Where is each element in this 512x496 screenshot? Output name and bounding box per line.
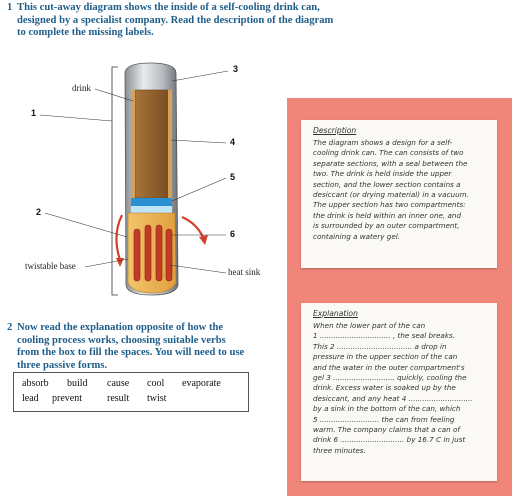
explanation-body: When the lower part of the can 1 .......… bbox=[313, 321, 489, 456]
heat-sink-label: heat sink bbox=[228, 267, 261, 277]
question-2-text: Now read the explanation opposite of how… bbox=[17, 322, 245, 371]
question-1-number: 1 bbox=[7, 2, 13, 13]
description-line: two. The drink is held inside the upper bbox=[313, 169, 452, 179]
vacuum-layer bbox=[131, 206, 172, 213]
verb-item: lead bbox=[22, 393, 39, 404]
explanation-line: 5 .......................... the can fro… bbox=[313, 414, 455, 424]
description-line: containing a watery gel. bbox=[313, 231, 401, 241]
explanation-line: three minutes. bbox=[313, 445, 366, 455]
drink-label: drink bbox=[72, 83, 91, 93]
verb-item: cool bbox=[147, 378, 165, 389]
explanation-line: When the lower part of the can bbox=[313, 321, 426, 330]
description-heading: Description bbox=[313, 126, 357, 135]
twist-arrow-left bbox=[115, 214, 123, 261]
verb-item: result bbox=[107, 393, 130, 404]
label-number-6: 6 bbox=[230, 229, 236, 239]
label-number-2: 2 bbox=[36, 207, 42, 217]
description-line: The upper section has two compartments: bbox=[313, 200, 466, 210]
explanation-line: and the water in the outer compartment's bbox=[313, 362, 465, 372]
explanation-line: drink 6 ............................ by … bbox=[313, 435, 466, 445]
verb-item: cause bbox=[107, 378, 130, 389]
verb-item: evaporate bbox=[182, 378, 221, 389]
description-line: desiccant (or drying material) in a vacu… bbox=[313, 190, 469, 200]
seal bbox=[131, 198, 172, 206]
notes-panel: Description The diagram shows a design f… bbox=[287, 98, 512, 496]
explanation-line: drink. Excess water is soaked up by the bbox=[313, 383, 456, 393]
verb-item: absorb bbox=[22, 378, 49, 389]
twist-arrowhead-left bbox=[116, 258, 124, 267]
explanation-line: desiccant, and any heat 4 ..............… bbox=[313, 393, 473, 403]
label-number-4: 4 bbox=[230, 137, 236, 147]
verb-box: absorb build cause cool evaporate lead p… bbox=[13, 372, 249, 412]
explanation-note: Explanation When the lower part of the c… bbox=[301, 303, 497, 481]
twist-arrow-right bbox=[181, 215, 204, 238]
can-illustration bbox=[39, 62, 229, 296]
verb-item: build bbox=[67, 378, 88, 389]
explanation-heading: Explanation bbox=[313, 309, 358, 318]
label-number-3: 3 bbox=[233, 64, 239, 74]
twistable-base-label: twistable base bbox=[25, 261, 76, 271]
outer-compartment-left bbox=[131, 90, 135, 198]
description-note: Description The diagram shows a design f… bbox=[301, 120, 497, 268]
label-number-5: 5 bbox=[230, 172, 236, 182]
description-body: The diagram shows a design for a self- c… bbox=[313, 138, 489, 242]
outer-compartment-right bbox=[168, 90, 172, 198]
question-2-number: 2 bbox=[7, 322, 13, 333]
label-1-bracket bbox=[111, 66, 118, 296]
can-diagram: drink 1 2 3 4 5 6 twistable base heat si… bbox=[0, 55, 280, 305]
explanation-line: by a sink in the bottom of the can, whic… bbox=[313, 404, 461, 414]
explanation-line: gel 3 ........................... quickl… bbox=[313, 373, 467, 383]
explanation-line: 1 ............................... , the … bbox=[313, 331, 456, 341]
verb-item: prevent bbox=[52, 393, 82, 404]
description-line: cooling drink can. The can consists of t… bbox=[313, 148, 464, 158]
heat-sink-fins bbox=[133, 224, 173, 282]
verb-item: twist bbox=[147, 393, 167, 404]
explanation-line: pressure in the upper section of the can bbox=[313, 352, 458, 362]
question-1-text: This cut-away diagram shows the inside o… bbox=[17, 2, 334, 38]
description-line: separate sections, with a seal between t… bbox=[313, 158, 468, 168]
drink-compartment bbox=[134, 89, 169, 199]
description-line: The diagram shows a design for a self- bbox=[313, 138, 453, 147]
description-line: is surrounded by an outer compartment, bbox=[313, 221, 460, 231]
explanation-line: This 2 .................................… bbox=[313, 341, 447, 351]
question-2: 2 Now read the explanation opposite of h… bbox=[7, 322, 247, 372]
leader-lines bbox=[39, 70, 229, 274]
description-line: section, and the lower section contains … bbox=[313, 179, 461, 189]
twist-arrowhead-right bbox=[199, 235, 208, 245]
question-1: 1 This cut-away diagram shows the inside… bbox=[7, 2, 337, 40]
description-line: the drink is held within an inner one, a… bbox=[313, 210, 462, 220]
explanation-line: warm. The company claims that a can of bbox=[313, 425, 460, 435]
label-number-1: 1 bbox=[31, 108, 37, 118]
